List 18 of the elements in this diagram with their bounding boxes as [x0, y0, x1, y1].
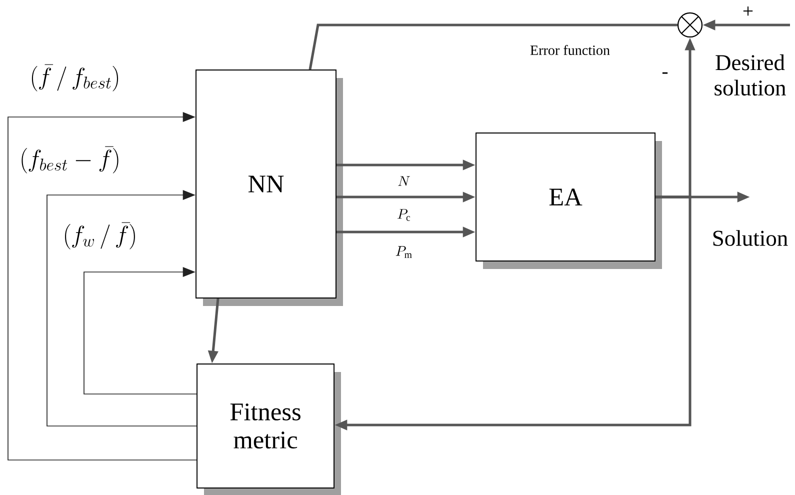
edge-label: $P_{\mathrm{c}}$: [396, 208, 412, 222]
edge-label: $P_{\mathrm{m}}$: [394, 244, 414, 260]
arrow: [84, 266, 197, 394]
summing-junction: [677, 12, 703, 38]
text-label: Desired solution: [714, 54, 786, 96]
edge-label: $N$: [396, 174, 412, 188]
edge-label: $\left(\bar{f}\,/\,f_{best}\right)$: [28, 63, 122, 93]
arrow: [8, 112, 197, 460]
sign-label: +: [743, 6, 753, 16]
process-box: EA: [476, 132, 662, 269]
edge-label: Error function: [528, 44, 612, 56]
process-box: Fitness metric: [196, 364, 341, 495]
arrow: [46, 190, 197, 426]
process-box: NN: [196, 70, 343, 306]
edge-label: $\left(f_{w}\,/\,\bar{f}\right)$: [61, 221, 139, 251]
edge-label: $\left(f_{best}-\bar{f}\right)$: [18, 145, 122, 175]
sign-label: -: [662, 72, 668, 74]
edge-label: Solution: [710, 228, 790, 248]
